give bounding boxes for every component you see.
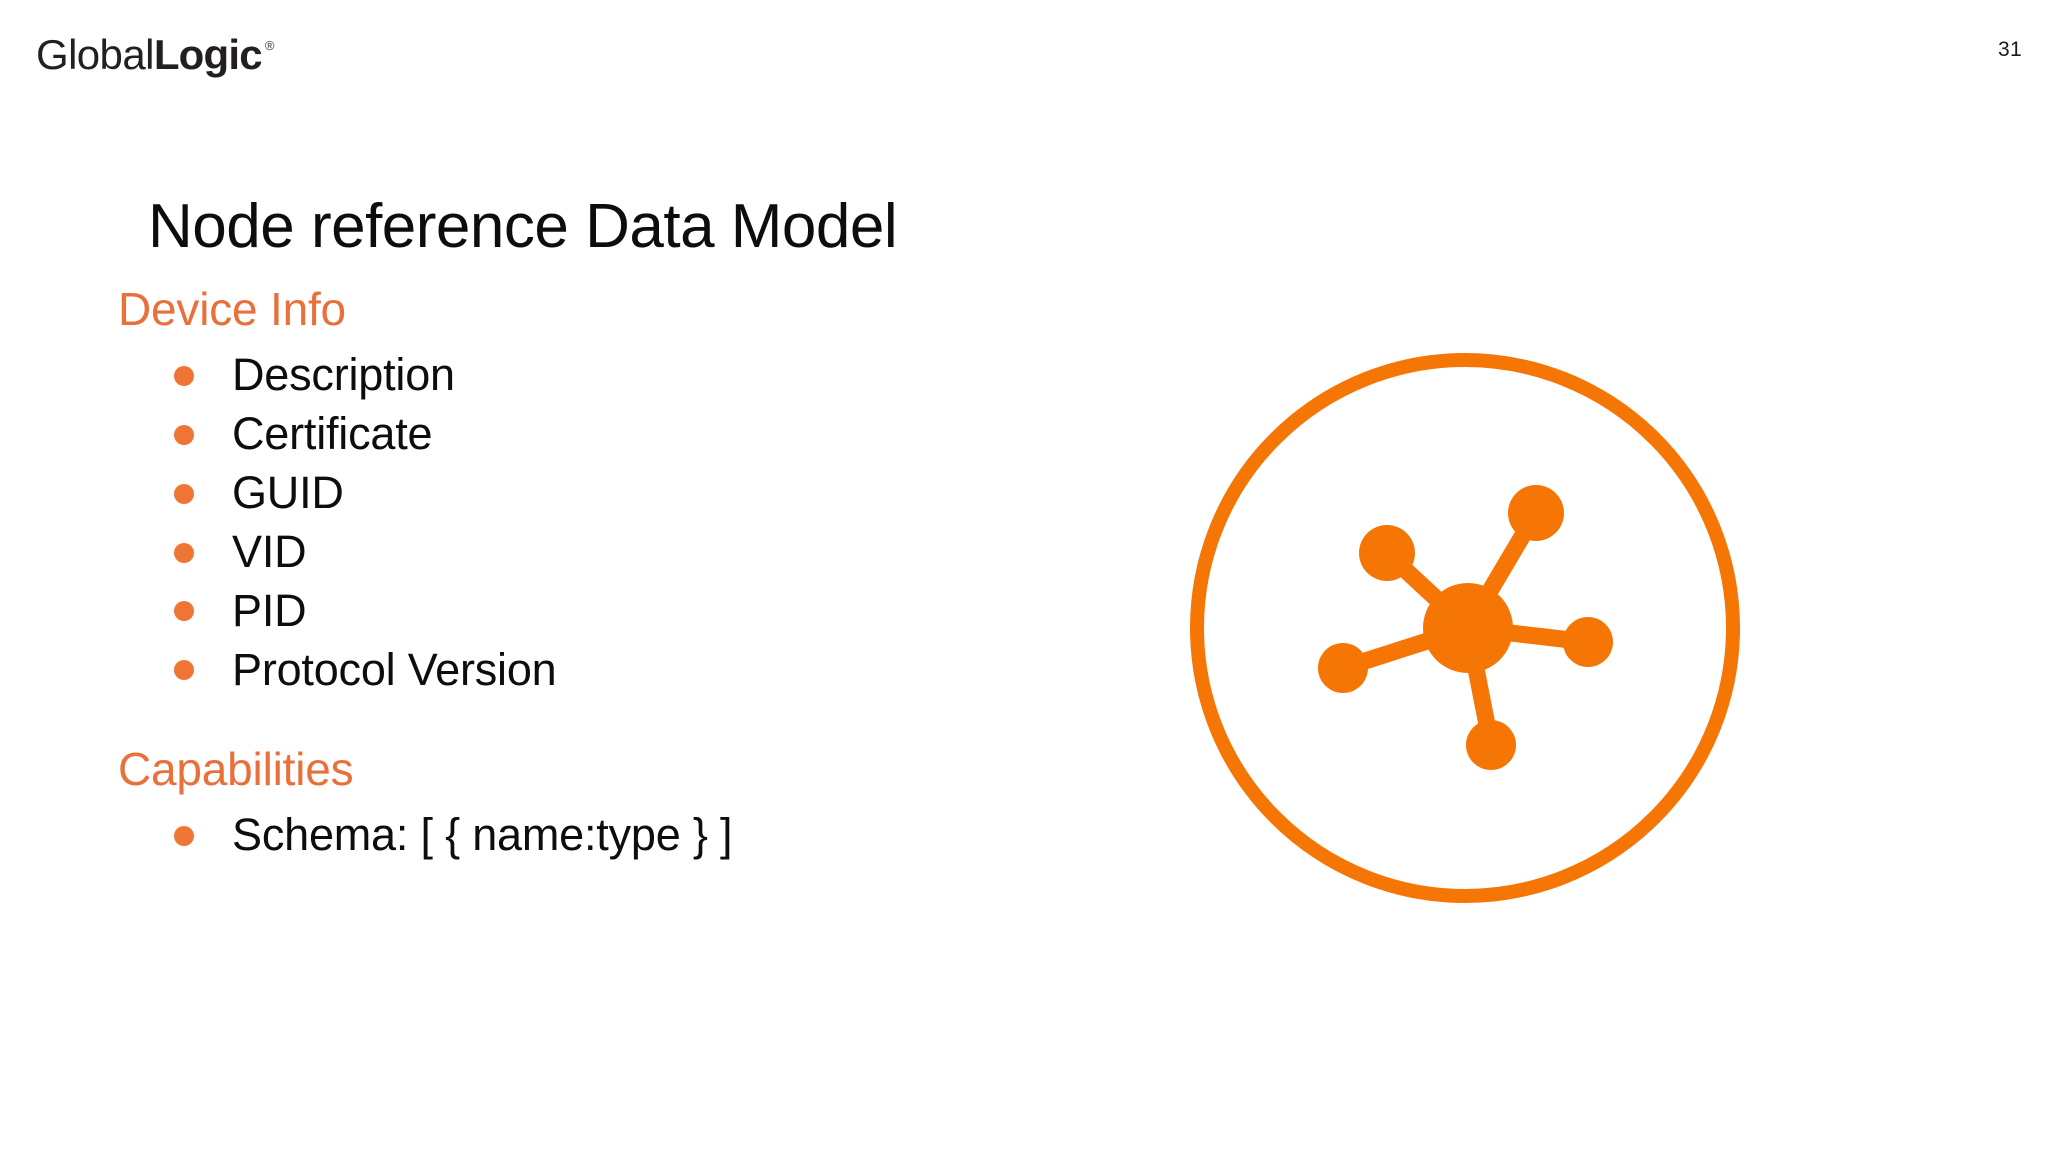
list-item: GUID (174, 464, 1118, 523)
page-title: Node reference Data Model (148, 191, 898, 261)
section-heading-capabilities: Capabilities (118, 742, 354, 795)
registered-trademark-icon: ® (264, 38, 275, 53)
list-item: Description (174, 346, 1118, 405)
content-column: Device Info Description Certificate GUID… (118, 282, 1118, 865)
hub-node (1423, 583, 1513, 673)
page-number: 31 (1998, 38, 2022, 61)
outer-ring (1190, 353, 1740, 903)
logo-text-global: Global (36, 31, 154, 78)
bullet-list-device-info: Description Certificate GUID VID PID (118, 346, 1118, 700)
logo-text-logic: Logic (153, 31, 263, 78)
list-item-label: Schema: [ { name:type } ] (232, 809, 733, 861)
node-right (1563, 617, 1613, 667)
node-bottom (1466, 720, 1516, 770)
bullet-dot-icon (174, 601, 194, 622)
section-heading-device-info: Device Info (118, 283, 346, 335)
list-item: PID (174, 582, 1118, 641)
bullet-dot-icon (174, 825, 194, 846)
node-top-right (1508, 485, 1564, 541)
section-capabilities: Capabilities Schema: [ { name:type } ] (118, 742, 1118, 865)
list-item-label: PID (232, 585, 307, 637)
bullet-dot-icon (174, 660, 194, 681)
list-item: Certificate (174, 405, 1118, 464)
list-item-label: VID (232, 526, 307, 578)
node-upper-left (1359, 525, 1415, 581)
list-item: VID (174, 523, 1118, 582)
list-item-label: Protocol Version (232, 643, 557, 695)
list-item: Schema: [ { name:type } ] (174, 806, 1118, 865)
bullet-dot-icon (174, 365, 194, 386)
section-device-info: Device Info Description Certificate GUID… (118, 282, 1118, 700)
bullet-list-capabilities: Schema: [ { name:type } ] (118, 806, 1118, 865)
node-lower-left (1318, 643, 1368, 693)
list-item-label: Certificate (232, 408, 433, 460)
bullet-dot-icon (174, 542, 194, 563)
list-item: Protocol Version (174, 641, 1118, 700)
bullet-dot-icon (174, 424, 194, 445)
list-item-label: Description (232, 349, 455, 401)
list-item-label: GUID (232, 467, 344, 519)
bullet-dot-icon (174, 483, 194, 504)
network-hub-graphic (1175, 338, 1755, 918)
network-hub-icon (1190, 353, 1740, 903)
